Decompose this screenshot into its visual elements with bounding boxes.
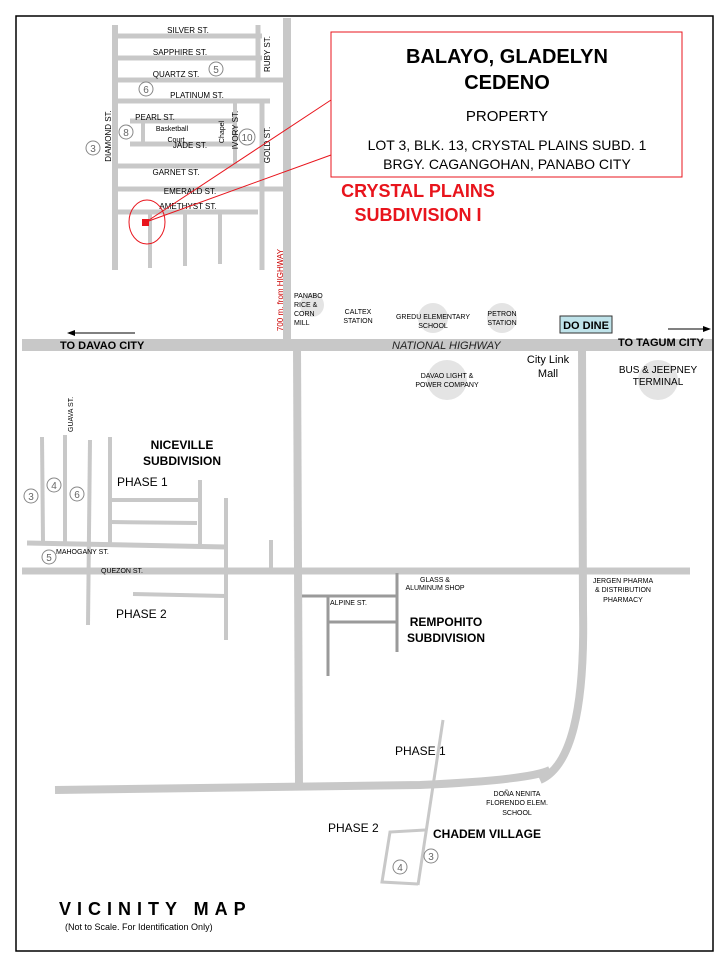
citylink-label: City Link — [527, 354, 570, 366]
map-subtitle: (Not to Scale. For Identification Only) — [65, 922, 213, 932]
street-gold: GOLD ST. — [263, 127, 272, 163]
svg-text:ALUMINUM SHOP: ALUMINUM SHOP — [405, 585, 464, 592]
callout-line — [145, 99, 332, 223]
svg-text:CORN: CORN — [294, 311, 315, 318]
svg-text:RICE &: RICE & — [294, 302, 318, 309]
svg-text:PETRON: PETRON — [487, 311, 516, 318]
svg-text:8: 8 — [123, 128, 129, 139]
callout-box — [330, 31, 683, 178]
niceville-phase1: PHASE 1 — [117, 475, 168, 489]
svg-text:4: 4 — [397, 863, 403, 874]
barangay-label: BRGY. CAGANGOHAN, PANABO CITY — [383, 156, 631, 172]
chadem-phase2: PHASE 2 — [328, 821, 379, 835]
svg-text:SCHOOL: SCHOOL — [418, 323, 448, 330]
niceville-title-2: SUBDIVISION — [143, 454, 221, 468]
property-label: PROPERTY — [466, 108, 548, 125]
street-ivory: IVORY ST. — [231, 111, 240, 149]
svg-text:4: 4 — [51, 481, 57, 492]
street-quartz: QUARTZ ST. — [153, 70, 200, 79]
street-silver: SILVER ST. — [167, 26, 209, 35]
bus-terminal-label-2: TERMINAL — [633, 377, 684, 388]
niceville-block-numbers: 3 4 6 5 — [23, 477, 85, 565]
svg-text:5: 5 — [46, 553, 52, 564]
to-davao-label: TO DAVAO CITY — [60, 340, 145, 352]
property-marker — [142, 219, 149, 226]
lot-label: LOT 3, BLK. 13, CRYSTAL PLAINS SUBD. 1 — [368, 137, 647, 153]
subdivision-title-2: SUBDIVISION I — [354, 205, 481, 225]
svg-text:3: 3 — [428, 852, 434, 863]
street-emerald: EMERALD ST. — [164, 187, 216, 196]
svg-text:& DISTRIBUTION: & DISTRIBUTION — [595, 587, 651, 594]
niceville-title: NICEVILLE — [151, 438, 214, 452]
rempohito-title: REMPOHITO — [410, 615, 482, 629]
svg-text:3: 3 — [90, 144, 96, 155]
chadem-title: CHADEM VILLAGE — [433, 827, 541, 841]
svg-text:DOÑA NENITA: DOÑA NENITA — [494, 789, 541, 798]
owner-name-2: CEDENO — [464, 72, 550, 94]
svg-text:STATION: STATION — [487, 320, 516, 327]
niceville-phase2: PHASE 2 — [116, 607, 167, 621]
svg-text:GREDU ELEMENTARY: GREDU ELEMENTARY — [396, 314, 470, 321]
svg-text:CALTEX: CALTEX — [345, 309, 372, 316]
chapel-label: Chapel — [219, 120, 226, 143]
chadem-block-numbers: 4 3 — [392, 848, 439, 875]
callout-line — [145, 154, 332, 223]
rempohito-roads — [302, 573, 399, 676]
svg-text:10: 10 — [241, 133, 253, 144]
street-platinum: PLATINUM ST. — [170, 91, 224, 100]
street-jade: JADE ST. — [173, 141, 207, 150]
basketball-label: Basketball — [156, 126, 189, 133]
chadem-phase1: PHASE 1 — [395, 744, 446, 758]
southern-roads — [22, 339, 712, 886]
subdivision-title: CRYSTAL PLAINS — [341, 181, 495, 201]
svg-text:PHARMACY: PHARMACY — [603, 597, 643, 604]
svg-text:MILL: MILL — [294, 320, 310, 327]
street-quezon: QUEZON ST. — [101, 568, 143, 575]
svg-text:6: 6 — [143, 85, 149, 96]
svg-text:6: 6 — [74, 490, 80, 501]
citylink-label-2: Mall — [538, 368, 558, 380]
svg-text:5: 5 — [213, 65, 219, 76]
svg-text:FLORENDO ELEM.: FLORENDO ELEM. — [486, 800, 548, 807]
svg-text:JERGEN PHARMA: JERGEN PHARMA — [593, 578, 654, 585]
svg-text:GLASS &: GLASS & — [420, 577, 450, 584]
svg-text:STATION: STATION — [343, 318, 372, 325]
svg-text:SCHOOL: SCHOOL — [502, 810, 532, 817]
svg-text:3: 3 — [28, 492, 34, 503]
map-title: VICINITY MAP — [59, 899, 252, 919]
property-marker-circle — [128, 199, 166, 245]
crystal-block-numbers: 3 5 6 8 10 — [85, 61, 256, 156]
svg-text:PANABO: PANABO — [294, 293, 323, 300]
street-guava: GUAVA ST. — [68, 397, 75, 432]
to-tagum-label: TO TAGUM CITY — [618, 337, 704, 349]
highway-label: NATIONAL HIGHWAY — [392, 340, 501, 352]
arrow-right-icon — [668, 326, 711, 332]
street-mahogany: MAHOGANY ST. — [56, 549, 109, 556]
court-label: Court — [167, 137, 184, 144]
bus-terminal-label: BUS & JEEPNEY — [619, 365, 698, 376]
landmark-labels: PANABO RICE & CORN MILL CALTEX STATION G… — [294, 293, 653, 817]
svg-text:POWER COMPANY: POWER COMPANY — [415, 382, 479, 389]
do-dine-box — [559, 315, 613, 334]
landmark-markers — [300, 293, 678, 400]
street-ruby: RUBY ST. — [263, 36, 272, 72]
rempohito-title-2: SUBDIVISION — [407, 631, 485, 645]
street-garnet: GARNET ST. — [153, 168, 200, 177]
street-sapphire: SAPPHIRE ST. — [153, 48, 207, 57]
do-dine-label: DO DINE — [563, 320, 609, 332]
distance-label: 700 m. from HIGHWAY — [276, 248, 285, 331]
svg-text:DAVAO LIGHT &: DAVAO LIGHT & — [421, 373, 474, 380]
street-alpine: ALPINE ST. — [330, 600, 367, 607]
crystal-plains-roads — [112, 18, 291, 340]
owner-name: BALAYO, GLADELYN — [406, 46, 608, 68]
street-diamond: DIAMOND ST. — [104, 110, 113, 162]
arrow-left-icon — [67, 330, 135, 336]
street-pearl: PEARL ST. — [135, 113, 175, 122]
